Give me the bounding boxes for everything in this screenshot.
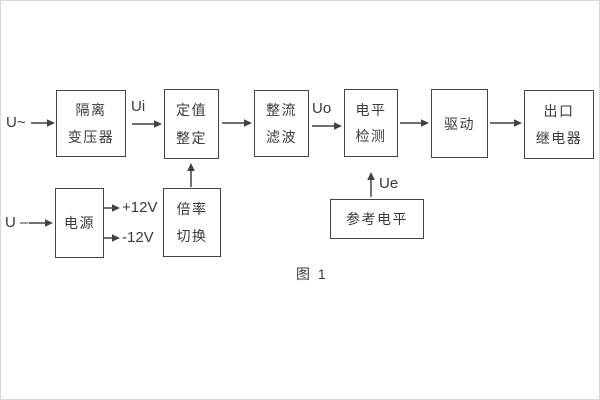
signal-label-ui: Ui [131, 98, 146, 115]
arrow-power-to-minus12v [104, 234, 120, 242]
block-line: 电平 [355, 101, 387, 118]
arrow-reference-to-level-detect [367, 172, 375, 197]
arrow-setpoint-to-rectifier [222, 119, 252, 127]
block-isolation-transformer: 隔离 变压器 [56, 90, 126, 157]
block-line: 切换 [176, 228, 208, 244]
block-line: 隔离 [75, 102, 107, 119]
block-output-relay: 出口 继电器 [524, 90, 594, 159]
block-line: 整定 [176, 129, 207, 146]
block-level-detect: 电平 检测 [344, 89, 398, 157]
block-line: 滤波 [266, 128, 297, 145]
arrow-level-detect-to-drive [400, 119, 429, 127]
block-drive: 驱动 [431, 89, 488, 158]
block-rectify-filter: 整流 滤波 [254, 90, 309, 157]
arrow-ac-input-to-transformer [31, 119, 55, 127]
plus-12v-label: +12V [122, 199, 158, 216]
arrow-transformer-to-setpoint [132, 120, 162, 128]
block-line: 倍率 [176, 201, 208, 217]
block-line: 变压器 [67, 128, 115, 145]
arrow-ratio-switch-to-setpoint [187, 163, 195, 187]
arrow-drive-to-relay [490, 119, 522, 127]
block-line: 参考电平 [346, 211, 408, 227]
block-line: 驱动 [444, 115, 475, 132]
block-line: 定值 [176, 102, 207, 119]
ac-input-label: U~ [6, 114, 26, 131]
dc-input-label: U – [5, 214, 29, 231]
arrow-dc-input-to-power [29, 219, 53, 227]
minus-12v-label: -12V [122, 229, 154, 246]
block-setpoint-adjust: 定值 整定 [164, 89, 219, 159]
block-power-supply: 电源 [55, 188, 104, 258]
block-line: 整流 [266, 102, 297, 119]
block-line: 继电器 [535, 130, 583, 146]
block-line: 电源 [64, 215, 95, 231]
block-line: 检测 [355, 128, 387, 145]
signal-label-ue: Ue [379, 175, 399, 192]
block-line: 出口 [543, 103, 575, 119]
signal-label-uo: Uo [312, 100, 332, 117]
figure-caption: 图 1 [296, 266, 328, 282]
arrow-rectifier-to-level-detect [312, 122, 342, 130]
block-ratio-switch: 倍率 切换 [163, 188, 221, 257]
arrow-power-to-plus12v [104, 204, 120, 212]
block-reference-level: 参考电平 [330, 199, 424, 239]
